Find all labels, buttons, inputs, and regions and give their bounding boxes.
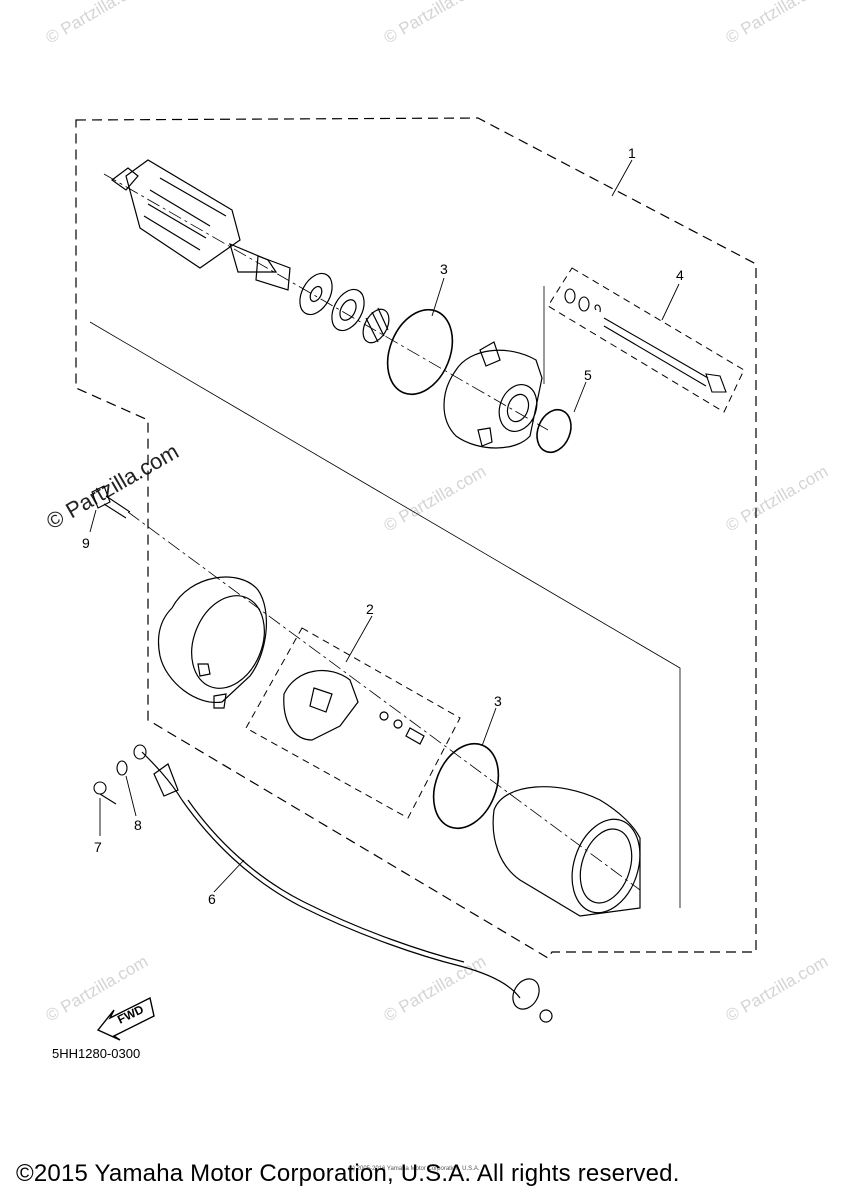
needle-bearing-part — [362, 307, 390, 344]
callout-7: 7 — [94, 839, 102, 855]
o-ring-part-3-bottom — [432, 742, 500, 830]
watermark-text: © Partzilla.com — [723, 462, 832, 536]
leader-lines — [89, 159, 680, 893]
callout-3-top: 3 — [440, 261, 448, 277]
callout-6: 6 — [208, 891, 216, 907]
callout-9: 9 — [82, 535, 90, 551]
watermark-text: © Partzilla.com — [723, 952, 832, 1026]
assembly-centerline — [127, 511, 641, 891]
diagram-code: 5HH1280-0300 — [52, 1046, 141, 1061]
washer-part-8 — [116, 744, 147, 776]
o-ring-part-5 — [536, 408, 572, 454]
watermark-layer: © Partzilla.com © Partzilla.com © Partzi… — [42, 0, 831, 1025]
subassembly-box-2 — [245, 627, 461, 819]
rear-housing-part — [157, 576, 268, 709]
brush-holder-part-2 — [283, 669, 425, 745]
watermark-text: © Partzilla.com — [381, 952, 490, 1026]
watermark-text: © Partzilla.com — [43, 0, 152, 47]
bolt-part-9 — [91, 485, 131, 519]
assembly-centerline — [89, 321, 681, 908]
callout-3-bottom: 3 — [494, 693, 502, 709]
watermark-text: © Partzilla.com — [42, 439, 183, 535]
callout-8: 8 — [134, 817, 142, 833]
lead-wire-part-6 — [141, 751, 553, 1023]
callout-5: 5 — [584, 367, 592, 383]
callout-4: 4 — [676, 267, 684, 283]
bearing-part — [331, 288, 365, 332]
watermark-text: © Partzilla.com — [381, 0, 490, 47]
armature-part — [110, 159, 291, 291]
o-ring-part-3-top — [386, 308, 454, 396]
yoke-housing-part — [492, 786, 641, 917]
front-cover-part — [443, 341, 543, 449]
assembly-boundary-dashed — [75, 117, 757, 959]
watermark-text: © Partzilla.com — [723, 0, 832, 47]
assembly-centerline — [103, 173, 549, 431]
screw-part-7 — [93, 781, 117, 805]
copyright-notice: ©2015 Yamaha Motor Corporation, U.S.A. A… — [16, 1160, 680, 1187]
callout-2: 2 — [366, 601, 374, 617]
tiny-notice: (c) 2005-2016 Yamaha Motor Corporation, … — [348, 1166, 480, 1172]
washer-part — [299, 272, 333, 316]
callout-1: 1 — [628, 145, 636, 161]
subassembly-box-4 — [547, 267, 745, 413]
fwd-arrow-icon: FWD — [96, 996, 155, 1041]
through-bolt-part-4 — [564, 288, 727, 393]
